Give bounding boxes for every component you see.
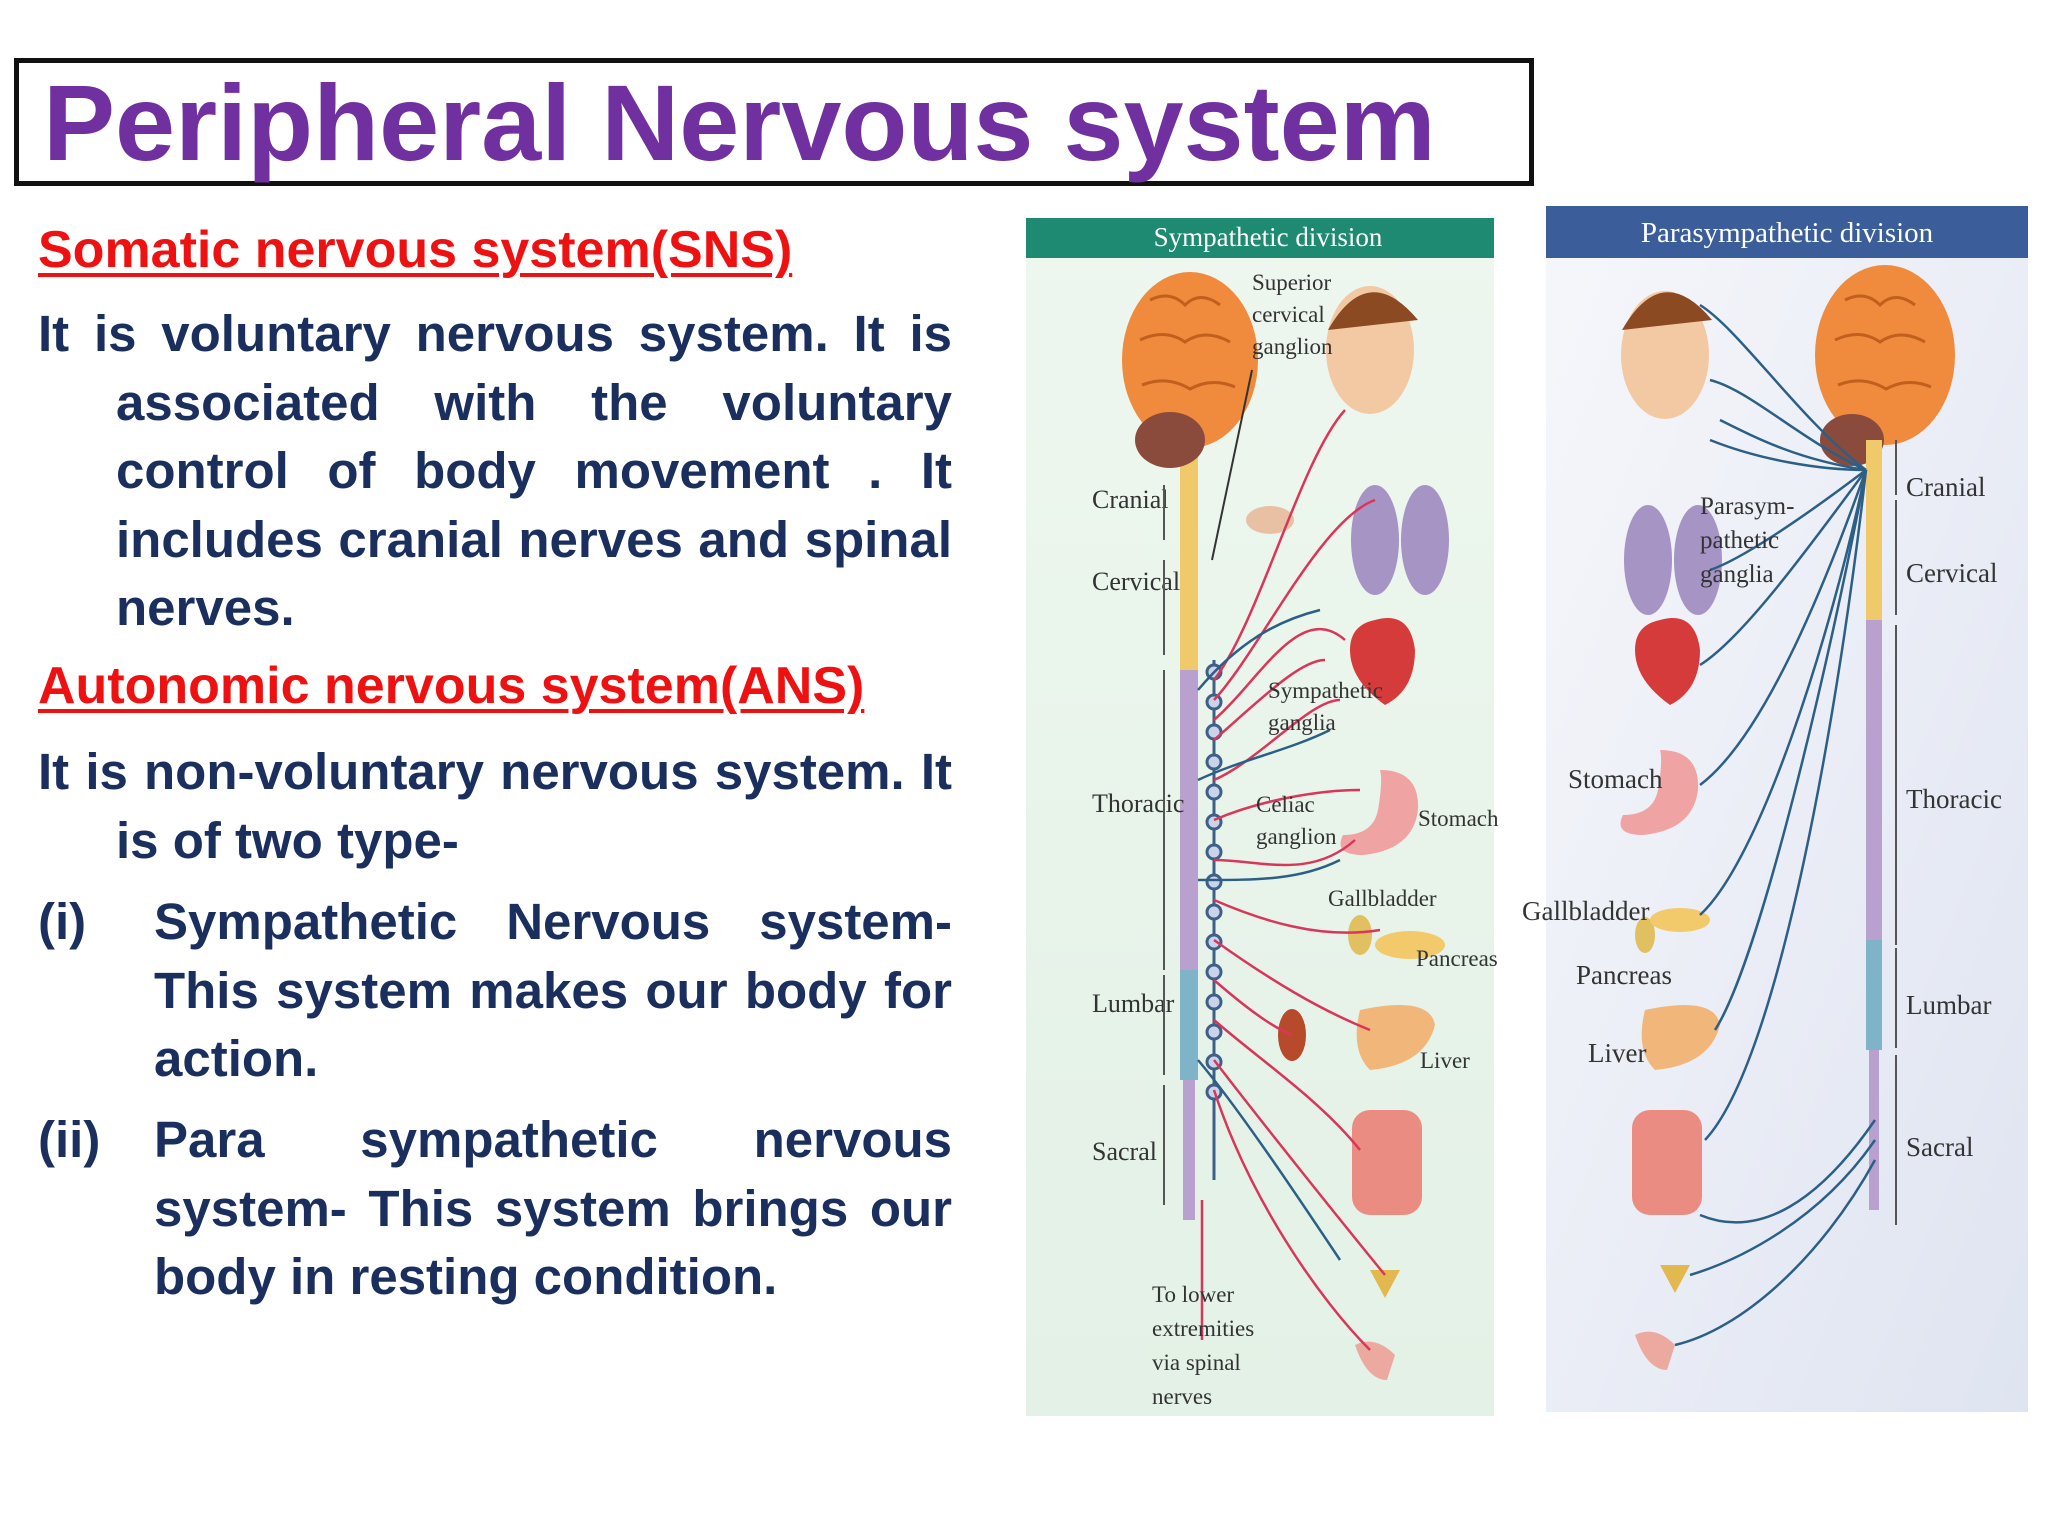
- label-celiac-ganglion: Celiac ganglion: [1256, 792, 1337, 849]
- stomach-icon: [1340, 770, 1419, 855]
- label-sympathetic-ganglia: Sympathetic ganglia: [1268, 678, 1389, 735]
- pancreas-icon: [1650, 908, 1710, 932]
- sympathetic-header: Sympathetic division: [1154, 222, 1383, 252]
- brain-icon: [1122, 272, 1258, 468]
- label-parasympathetic-ganglia: Parasym- pathetic ganglia: [1700, 493, 1801, 588]
- face-icon: [1326, 286, 1418, 414]
- genitals-icon: [1355, 1341, 1395, 1380]
- region-label-thoracic: Thoracic: [1906, 784, 2002, 814]
- ans-description: It is non-voluntary nervous system. It i…: [38, 743, 952, 869]
- sympathetic-nerves: [1197, 409, 1386, 1351]
- stomach-icon: [1620, 750, 1699, 835]
- panel-header-bar: [1026, 218, 1494, 258]
- item-text: Para sympathetic nervous system- This sy…: [154, 1111, 952, 1305]
- bladder-icon: [1370, 1270, 1400, 1298]
- bladder-icon: [1660, 1265, 1690, 1293]
- ans-type-sympathetic: (i) Sympathetic Nervous system- This sys…: [38, 888, 952, 1098]
- lungs-icon: [1351, 485, 1449, 595]
- region-label-cranial: Cranial: [1906, 472, 1985, 502]
- intestine-icon: [1352, 1110, 1422, 1215]
- lungs-icon: [1624, 505, 1722, 615]
- region-label-lumbar: Lumbar: [1092, 989, 1175, 1018]
- region-label-thoracic: Thoracic: [1092, 789, 1184, 818]
- page-title: Peripheral Nervous system: [43, 62, 1436, 183]
- parasympathetic-nerves: [1674, 303, 1877, 1347]
- spinal-cord-cervical: [1180, 450, 1198, 670]
- parasympathetic-panel: Parasympathetic division Cranial Cervica…: [1522, 206, 2028, 1412]
- face-icon: [1621, 291, 1712, 419]
- label-stomach: Stomach: [1568, 764, 1663, 794]
- label-superior-cervical-ganglion: Superior cervical ganglion: [1252, 270, 1337, 359]
- spinal-cord-sacral: [1869, 1050, 1879, 1210]
- label-pancreas: Pancreas: [1576, 960, 1672, 990]
- intestine-icon: [1632, 1110, 1702, 1215]
- gallbladder-icon: [1348, 915, 1372, 955]
- spinal-cord-lumbar: [1180, 970, 1198, 1080]
- spinal-cord-thoracic: [1866, 620, 1882, 940]
- item-marker: (ii): [38, 1111, 101, 1168]
- label-gallbladder: Gallbladder: [1328, 886, 1437, 911]
- label-lower-extremities: To lower extremities via spinal nerves: [1152, 1282, 1260, 1409]
- panel-background: [1546, 206, 2028, 1412]
- label-liver: Liver: [1420, 1048, 1470, 1073]
- liver-icon: [1641, 1005, 1720, 1070]
- region-label-lumbar: Lumbar: [1906, 990, 1991, 1020]
- ans-heading: Autonomic nervous system(ANS): [38, 657, 865, 715]
- sympathetic-panel: Sympathetic division Cranial Cervical Th…: [1026, 218, 1499, 1416]
- label-gallbladder: Gallbladder: [1522, 896, 1649, 926]
- label-stomach: Stomach: [1418, 806, 1499, 831]
- parasympathetic-header: Parasympathetic division: [1641, 217, 1934, 249]
- panel-header-bar: [1546, 206, 2028, 258]
- item-marker: (i): [38, 893, 87, 950]
- region-label-sacral: Sacral: [1092, 1137, 1157, 1166]
- heart-icon: [1635, 618, 1700, 705]
- label-liver: Liver: [1588, 1038, 1646, 1068]
- region-label-cervical: Cervical: [1906, 558, 1997, 588]
- liver-icon: [1356, 1005, 1435, 1070]
- genitals-icon: [1635, 1331, 1675, 1370]
- pancreas-icon: [1375, 931, 1445, 959]
- spinal-cord-cervical: [1866, 440, 1882, 620]
- pointer-line: [1211, 369, 1253, 561]
- title-box: Peripheral Nervous system: [14, 58, 1534, 186]
- ans-type-parasympathetic: (ii) Para sympathetic nervous system- Th…: [38, 1106, 952, 1316]
- label-pancreas: Pancreas: [1416, 946, 1498, 971]
- region-label-cervical: Cervical: [1092, 567, 1180, 596]
- hand-icon: [1246, 506, 1294, 534]
- spinal-cord-lumbar: [1866, 940, 1882, 1050]
- spinal-cord-sacral: [1183, 1080, 1195, 1220]
- heart-icon: [1350, 618, 1415, 705]
- gallbladder-icon: [1635, 917, 1655, 953]
- item-text: Sympathetic Nervous system- This system …: [154, 893, 952, 1087]
- region-label-cranial: Cranial: [1092, 485, 1169, 514]
- spinal-cord-thoracic: [1180, 670, 1198, 970]
- sns-description: It is voluntary nervous system. It is as…: [38, 305, 952, 636]
- region-label-sacral: Sacral: [1906, 1132, 1973, 1162]
- sns-heading: Somatic nervous system(SNS): [38, 221, 793, 279]
